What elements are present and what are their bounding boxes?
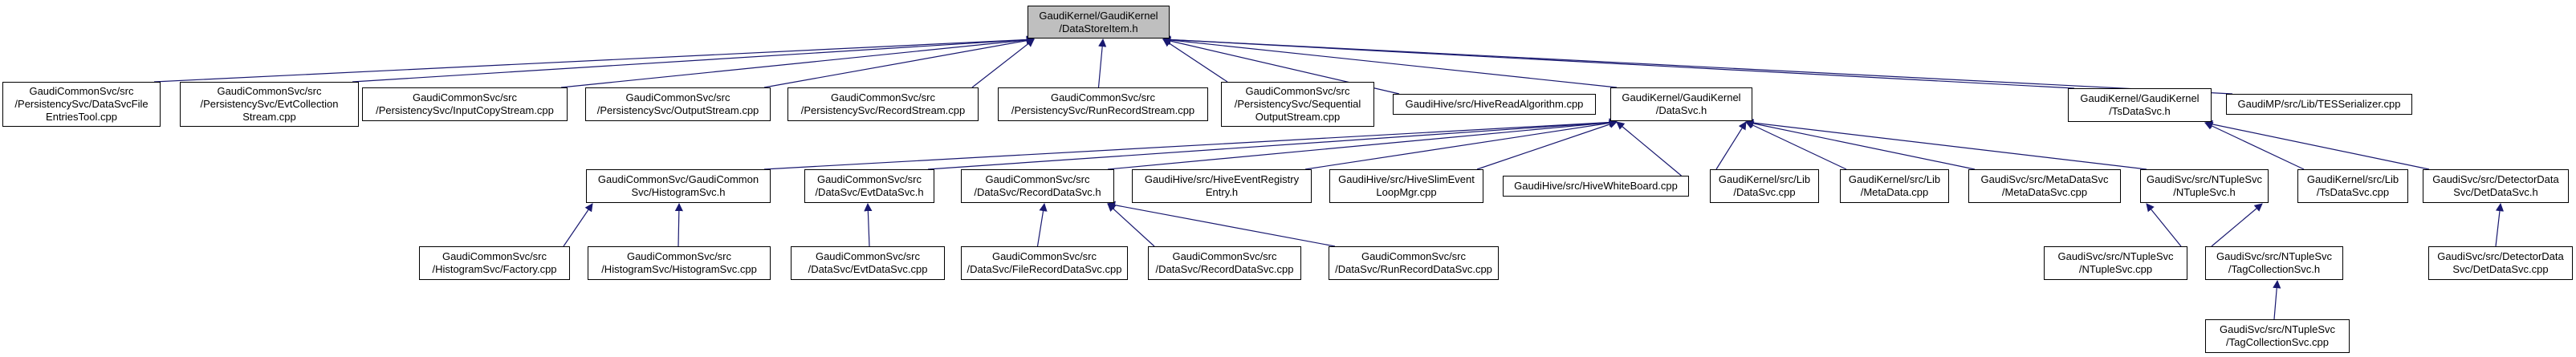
node-sequential-output-stream-cpp[interactable]: GaudiCommonSvc/src /PersistencySvc/Seque… bbox=[1221, 82, 1374, 127]
node-evt-data-svc-cpp[interactable]: GaudiCommonSvc/src /DataSvc/EvtDataSvc.c… bbox=[791, 246, 945, 280]
node-data-svc-cpp[interactable]: GaudiKernel/src/Lib /DataSvc.cpp bbox=[1710, 169, 1819, 203]
node-run-record-data-svc-cpp[interactable]: GaudiCommonSvc/src /DataSvc/RunRecordDat… bbox=[1329, 246, 1499, 280]
node-histogram-svc-h[interactable]: GaudiCommonSvc/GaudiCommon Svc/Histogram… bbox=[586, 169, 771, 203]
node-histogram-svc-cpp[interactable]: GaudiCommonSvc/src /HistogramSvc/Histogr… bbox=[588, 246, 771, 280]
node-run-record-stream-cpp[interactable]: GaudiCommonSvc/src /PersistencySvc/RunRe… bbox=[998, 87, 1208, 121]
node-ntuple-svc-h[interactable]: GaudiSvc/src/NTupleSvc /NTupleSvc.h bbox=[2140, 169, 2269, 203]
node-ts-data-svc-h[interactable]: GaudiKernel/GaudiKernel /TsDataSvc.h bbox=[2068, 88, 2212, 122]
node-file-record-data-svc-cpp[interactable]: GaudiCommonSvc/src /DataSvc/FileRecordDa… bbox=[961, 246, 1128, 280]
node-histogram-factory-cpp[interactable]: GaudiCommonSvc/src /HistogramSvc/Factory… bbox=[419, 246, 570, 280]
node-ts-data-svc-cpp[interactable]: GaudiKernel/src/Lib /TsDataSvc.cpp bbox=[2297, 169, 2408, 203]
node-record-data-svc-h[interactable]: GaudiCommonSvc/src /DataSvc/RecordDataSv… bbox=[961, 169, 1114, 203]
node-hive-slim-event-loop-mgr-cpp[interactable]: GaudiHive/src/HiveSlimEvent LoopMgr.cpp bbox=[1329, 169, 1483, 203]
node-hive-read-algorithm-cpp[interactable]: GaudiHive/src/HiveReadAlgorithm.cpp bbox=[1393, 94, 1596, 115]
node-data-svc-file-entries-tool-cpp[interactable]: GaudiCommonSvc/src /PersistencySvc/DataS… bbox=[2, 82, 161, 127]
node-ntuple-svc-cpp[interactable]: GaudiSvc/src/NTupleSvc /NTupleSvc.cpp bbox=[2044, 246, 2187, 280]
node-output-stream-cpp[interactable]: GaudiCommonSvc/src /PersistencySvc/Outpu… bbox=[585, 87, 771, 121]
node-tag-collection-svc-cpp[interactable]: GaudiSvc/src/NTupleSvc /TagCollectionSvc… bbox=[2205, 319, 2350, 353]
node-evt-data-svc-h[interactable]: GaudiCommonSvc/src /DataSvc/EvtDataSvc.h bbox=[804, 169, 934, 203]
node-tag-collection-svc-h[interactable]: GaudiSvc/src/NTupleSvc /TagCollectionSvc… bbox=[2205, 246, 2343, 280]
node-hive-event-registry-entry-h[interactable]: GaudiHive/src/HiveEventRegistry Entry.h bbox=[1132, 169, 1312, 203]
node-meta-data-svc-cpp[interactable]: GaudiSvc/src/MetaDataSvc /MetaDataSvc.cp… bbox=[1968, 169, 2121, 203]
node-record-data-svc-cpp[interactable]: GaudiCommonSvc/src /DataSvc/RecordDataSv… bbox=[1148, 246, 1301, 280]
node-det-data-svc-h[interactable]: GaudiSvc/src/DetectorData Svc/DetDataSvc… bbox=[2423, 169, 2569, 203]
node-tes-serializer-cpp[interactable]: GaudiMP/src/Lib/TESSerializer.cpp bbox=[2226, 94, 2412, 115]
node-det-data-svc-cpp[interactable]: GaudiSvc/src/DetectorData Svc/DetDataSvc… bbox=[2428, 246, 2573, 280]
node-input-copy-stream-cpp[interactable]: GaudiCommonSvc/src /PersistencySvc/Input… bbox=[362, 87, 568, 121]
node-record-stream-cpp[interactable]: GaudiCommonSvc/src /PersistencySvc/Recor… bbox=[787, 87, 979, 121]
node-meta-data-cpp[interactable]: GaudiKernel/src/Lib /MetaData.cpp bbox=[1840, 169, 1949, 203]
node-hive-white-board-cpp[interactable]: GaudiHive/src/HiveWhiteBoard.cpp bbox=[1503, 176, 1689, 197]
node-data-store-item-h[interactable]: GaudiKernel/GaudiKernel /DataStoreItem.h bbox=[1028, 6, 1170, 39]
node-data-svc-h[interactable]: GaudiKernel/GaudiKernel /DataSvc.h bbox=[1610, 87, 1752, 121]
node-evt-collection-stream-cpp[interactable]: GaudiCommonSvc/src /PersistencySvc/EvtCo… bbox=[180, 82, 359, 127]
